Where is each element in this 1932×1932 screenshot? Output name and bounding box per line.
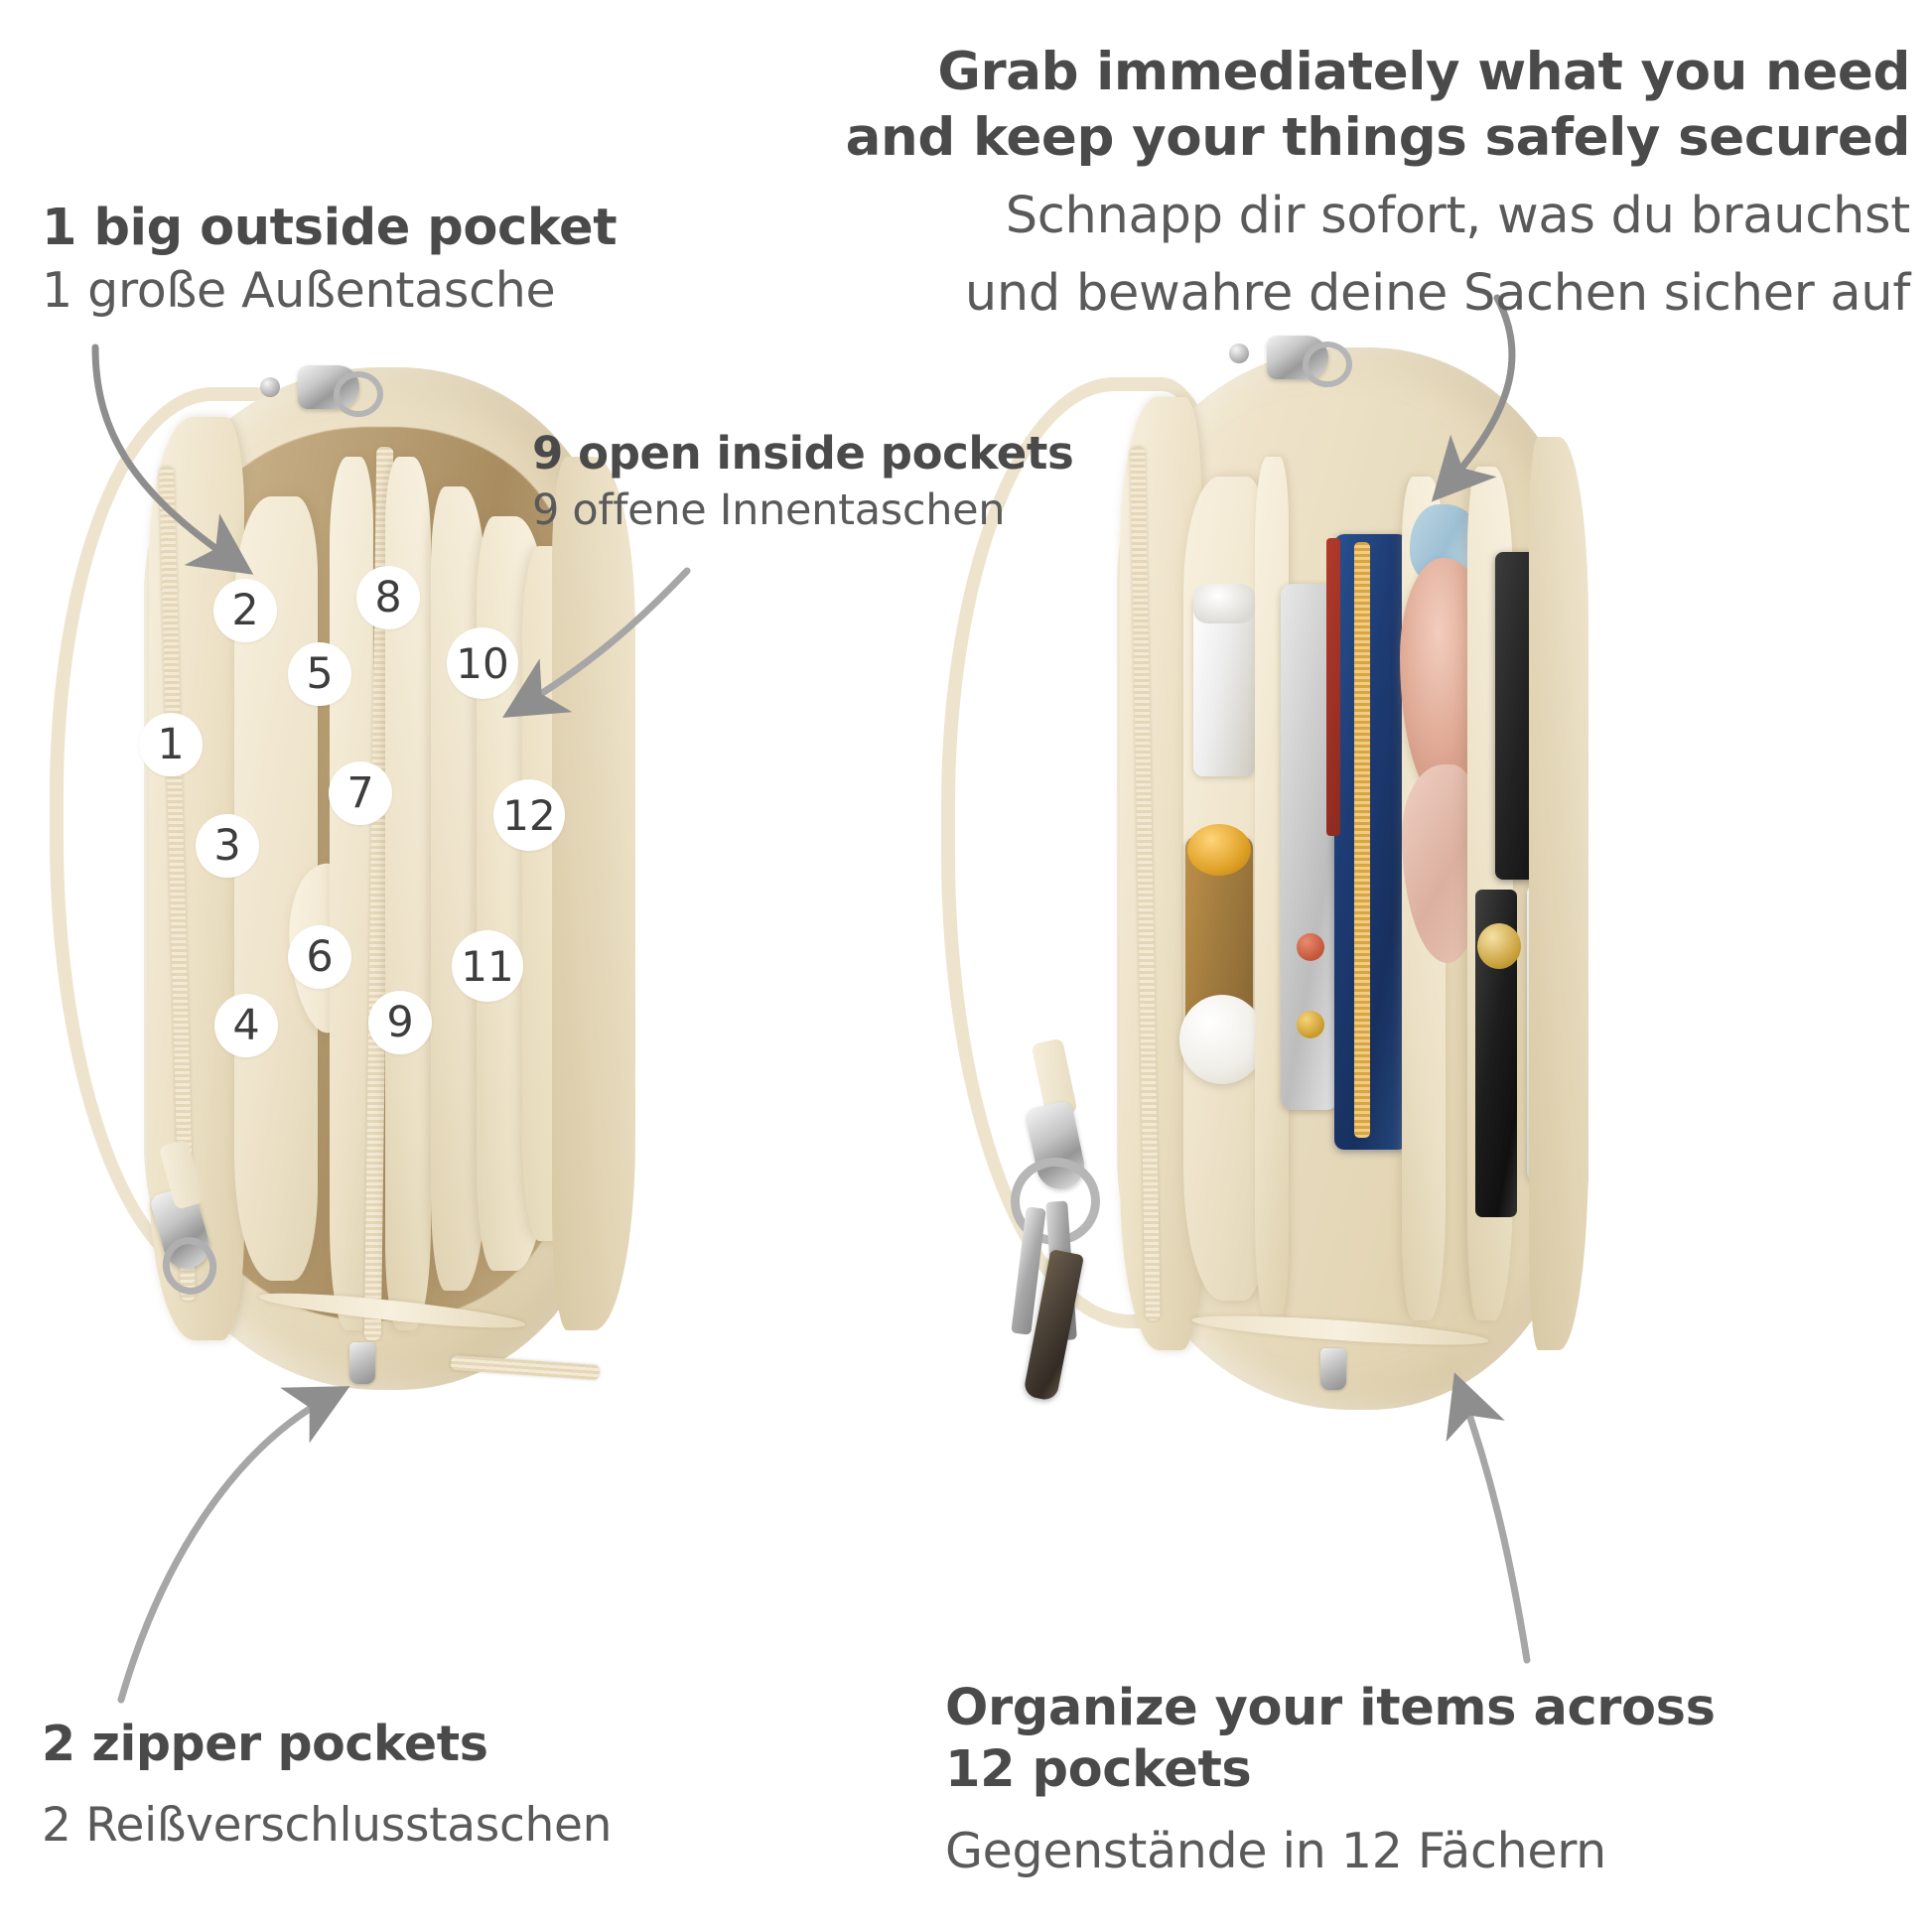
item-lotion-cap [1193, 584, 1255, 623]
callout-grab-de-line1: Schnapp dir sofort, was du brauchst [1005, 187, 1911, 245]
callout-outside-pocket-en: 1 big outside pocket [42, 199, 618, 257]
bag-right-outer-wall [1529, 437, 1588, 1350]
pocket-badge-3: 3 [196, 814, 259, 878]
item-white-sphere [1179, 995, 1265, 1084]
bag-right-top-rivet [1229, 344, 1249, 363]
bag-left-top-ring-icon [334, 371, 383, 417]
pocket-badge-12: 12 [493, 779, 565, 851]
pocket-badge-7: 7 [329, 761, 392, 825]
pocket-badge-11: 11 [452, 930, 523, 1002]
pocket-badge-9: 9 [368, 991, 432, 1054]
callout-grab-de-line2: und bewahre deine Sachen sicher auf [964, 264, 1910, 323]
bag-left-second-zipper [450, 1354, 601, 1381]
pocket-badge-1: 1 [139, 713, 203, 776]
item-phone-lens-red [1297, 933, 1324, 961]
callout-zipper-pockets-de: 2 Reißverschlusstaschen [42, 1798, 613, 1853]
bag-right-top-ring-icon [1303, 342, 1352, 387]
pocket-badge-2: 2 [213, 579, 277, 642]
item-phone-lens-gold [1297, 1011, 1324, 1038]
callout-organize: Organize your items across 12 pockets Ge… [945, 1678, 1918, 1882]
callout-grab: Grab immediately what you need and keep … [739, 40, 1911, 326]
callout-grab-en-line2: and keep your things safely secured [845, 107, 1911, 168]
item-gold-compact [1477, 923, 1521, 969]
callout-inside-pockets-de: 9 offene Innentaschen [532, 485, 1006, 535]
pocket-badge-5: 5 [288, 642, 351, 706]
bag-left-top-rivet [260, 377, 280, 397]
item-blue-zip-wallet [1334, 534, 1408, 1150]
callout-zipper-pockets-en: 2 zipper pockets [42, 1716, 488, 1772]
item-blue-wallet-zipper [1354, 542, 1370, 1138]
pocket-badge-8: 8 [356, 566, 420, 629]
pocket-badge-10: 10 [447, 627, 518, 699]
pocket-badge-4: 4 [214, 994, 278, 1057]
callout-organize-en-line1: Organize your items across [945, 1679, 1716, 1737]
callout-inside-pockets-en: 9 open inside pockets [532, 427, 1074, 480]
item-amber-cap [1187, 824, 1251, 876]
callout-zipper-pockets: 2 zipper pockets 2 Reißverschlusstaschen [42, 1714, 717, 1857]
callout-outside-pocket-de: 1 große Außentasche [42, 262, 556, 319]
bag-left-right-outer-wall [552, 457, 635, 1330]
callout-grab-en-line1: Grab immediately what you need [937, 42, 1910, 102]
arrow-zipper-pockets [117, 1386, 350, 1704]
pocket-badge-6: 6 [288, 925, 351, 989]
callout-inside-pockets: 9 open inside pockets 9 offene Innentasc… [532, 425, 1088, 538]
item-red-card-edge [1326, 538, 1340, 836]
callout-organize-de: Gegenstände in 12 Fächern [945, 1823, 1606, 1879]
callout-outside-pocket: 1 big outside pocket 1 große Außentasche [42, 197, 677, 322]
bag-left-zipper-pull-icon [349, 1342, 375, 1384]
callout-organize-en-line2: 12 pockets [945, 1740, 1252, 1799]
bag-right-image [933, 328, 1588, 1449]
bag-right-zipper-pull-icon [1320, 1348, 1346, 1390]
